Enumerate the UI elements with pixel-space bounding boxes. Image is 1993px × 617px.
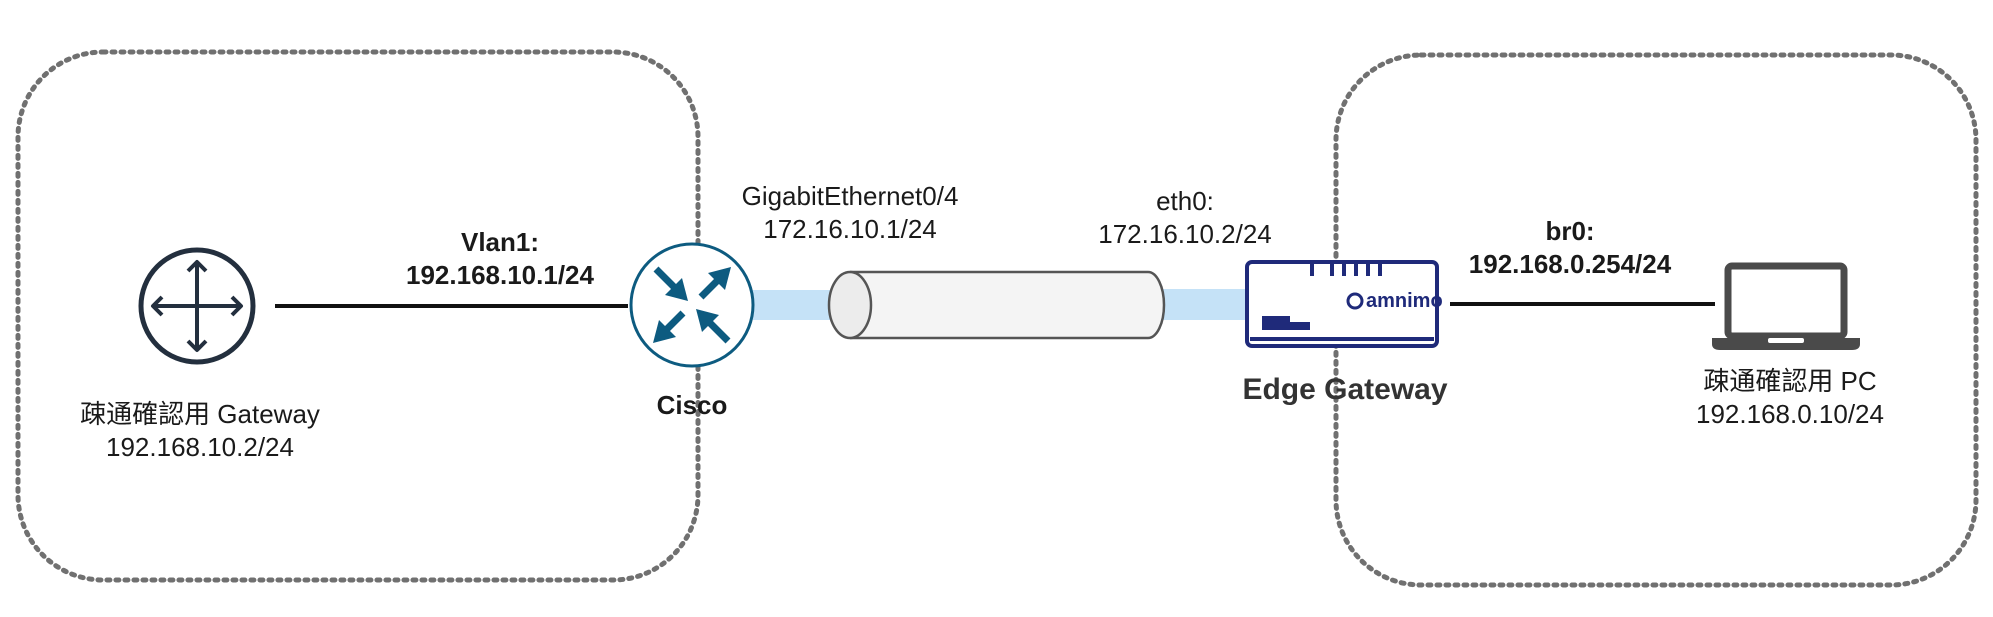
left-network-zone (15, 49, 701, 583)
gateway-router-icon (138, 247, 256, 365)
cisco-name: Cisco (656, 390, 728, 420)
edge-gateway-label: Edge Gateway (1220, 371, 1470, 409)
pc-name: 疎通確認用 PC (1703, 366, 1877, 396)
gateway-label: 疎通確認用 Gateway 192.168.10.2/24 (30, 398, 370, 463)
bridge-label: br0: 192.168.0.254/24 (1420, 215, 1720, 280)
edge-gateway-device-icon: amnimo (1245, 260, 1443, 348)
edge-wan-interface-ip: 172.16.10.2/24 (1098, 218, 1272, 249)
cisco-wan-interface-name: GigabitEthernet0/4 (741, 181, 959, 211)
vpn-tunnel-icon (827, 270, 1166, 340)
pc-label: 疎通確認用 PC 192.168.0.10/24 (1640, 365, 1940, 430)
edge-brand-logo: amnimo (1366, 290, 1443, 312)
cisco-wan-interface-ip: 172.16.10.1/24 (763, 213, 937, 244)
tunnel-glow-right (1160, 289, 1247, 320)
vlan-label: Vlan1: 192.168.10.1/24 (380, 226, 620, 291)
cisco-wan-interface-label: GigabitEthernet0/4 172.16.10.1/24 (700, 180, 1000, 245)
vlan-interface-name: Vlan1: (460, 227, 540, 257)
pc-ip: 192.168.0.10/24 (1696, 398, 1884, 429)
gateway-ip: 192.168.10.2/24 (106, 431, 294, 462)
tunnel-glow-left (748, 290, 833, 320)
laptop-pc-icon (1712, 262, 1860, 350)
edge-wan-interface-name: eth0: (1156, 186, 1214, 216)
edge-wan-interface-label: eth0: 172.16.10.2/24 (1060, 185, 1310, 250)
bridge-interface-name: br0: (1545, 216, 1595, 246)
cisco-label: Cisco (612, 389, 772, 422)
edge-gateway-name: Edge Gateway (1242, 373, 1448, 406)
gateway-name: 疎通確認用 Gateway (80, 399, 320, 429)
vlan-interface-ip: 192.168.10.1/24 (406, 259, 594, 290)
cisco-router-icon (629, 242, 755, 368)
bridge-interface-ip: 192.168.0.254/24 (1468, 248, 1672, 279)
